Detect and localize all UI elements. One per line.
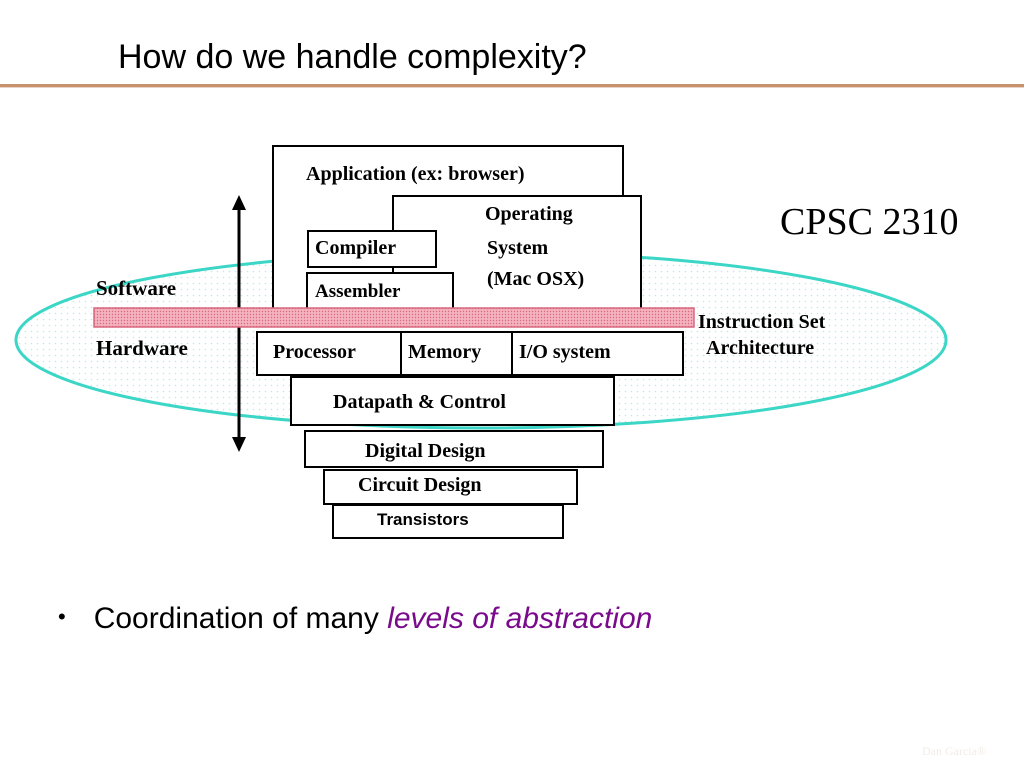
application-label: Application (ex: browser) xyxy=(306,163,525,185)
memory-layer xyxy=(400,331,514,376)
slide-title: How do we handle complexity? xyxy=(118,38,587,76)
isa-label-line1: Instruction Set xyxy=(698,311,826,333)
compiler-label: Compiler xyxy=(315,237,397,259)
os-label-line1: Operating xyxy=(485,203,573,225)
io-system-layer xyxy=(511,331,684,376)
compiler-layer xyxy=(307,230,437,268)
assembler-layer xyxy=(306,272,454,310)
os-label-line3: (Mac OSX) xyxy=(487,268,585,290)
digital-design-layer xyxy=(304,430,604,468)
assembler-label: Assembler xyxy=(315,281,401,302)
isa-label-line2: Architecture xyxy=(706,337,815,359)
bullet-dot-icon: • xyxy=(58,604,66,629)
hardware-label: Hardware xyxy=(96,336,188,360)
title-divider xyxy=(0,84,1024,87)
memory-label: Memory xyxy=(408,341,482,363)
circuit-design-label: Circuit Design xyxy=(358,474,482,496)
processor-label: Processor xyxy=(273,341,356,363)
processor-layer xyxy=(256,331,403,376)
digital-design-label: Digital Design xyxy=(365,440,486,462)
instruction-set-bar xyxy=(93,307,695,328)
os-label-line2: System xyxy=(487,237,549,259)
datapath-control-layer xyxy=(290,376,615,426)
bullet-emphasis: levels of abstraction xyxy=(387,602,653,635)
software-label: Software xyxy=(96,276,177,300)
datapath-control-label: Datapath & Control xyxy=(333,391,506,413)
transistors-label: Transistors xyxy=(377,510,469,529)
title-divider-shadow xyxy=(0,87,1024,88)
bullet-item: • Coordination of many levels of abstract… xyxy=(58,602,652,636)
transistors-layer xyxy=(332,504,564,539)
author-footer: Dan Garcia® xyxy=(922,744,987,758)
bullet-text: Coordination of many xyxy=(93,602,388,635)
io-system-label: I/O system xyxy=(519,341,611,363)
course-label: CPSC 2310 xyxy=(780,201,959,243)
